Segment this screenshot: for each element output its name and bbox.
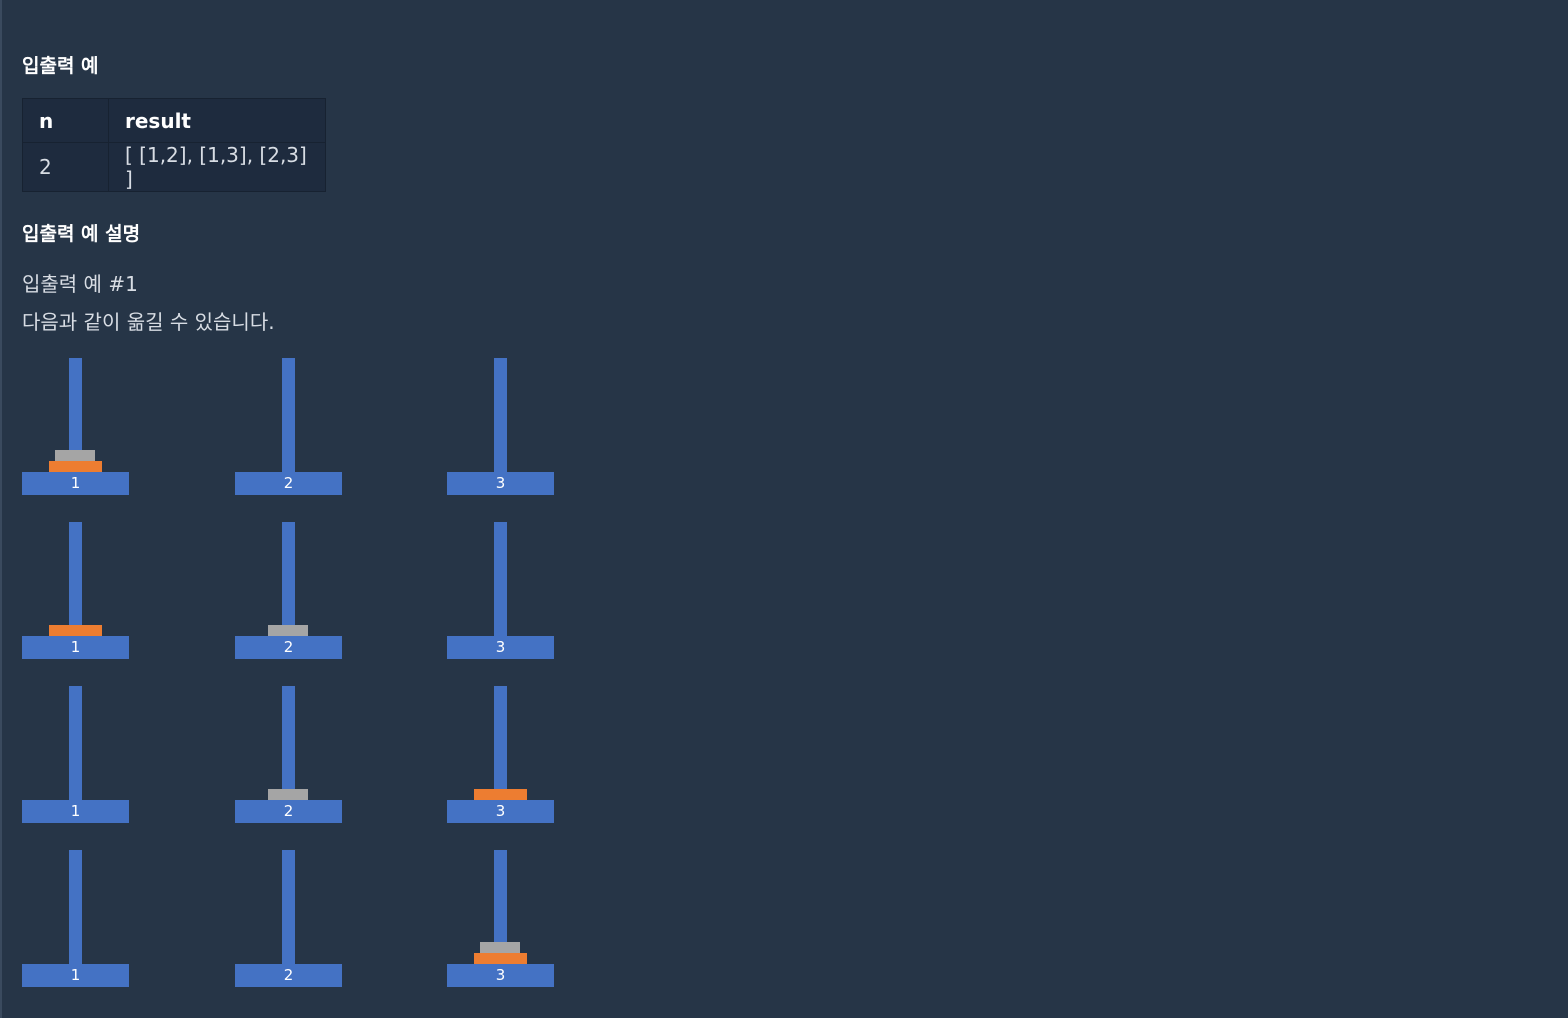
table-row: 2 [ [1,2], [1,3], [2,3] ] [22,142,326,192]
peg-pole [282,686,295,800]
peg-pole [494,358,507,472]
peg-1-state-2: 1 [22,522,129,659]
io-example-table: n result 2 [ [1,2], [1,3], [2,3] ] [22,98,326,192]
peg-label: 1 [22,636,129,659]
cell-n: 2 [22,142,109,192]
peg-label: 2 [235,964,342,987]
example-heading: 입출력 예 [22,55,99,77]
peg-2-state-1: 2 [235,358,342,495]
peg-label: 1 [22,964,129,987]
peg-3-state-3: 3 [447,686,554,823]
peg-label: 1 [22,472,129,495]
hanoi-diagram: 1 2 3 1 2 3 1 2 3 1 2 3 [22,358,555,988]
cell-result: [ [1,2], [1,3], [2,3] ] [108,142,326,192]
small-disk [480,942,520,953]
peg-pole [282,522,295,636]
peg-2-state-3: 2 [235,686,342,823]
large-disk [49,461,102,472]
large-disk [49,625,102,636]
peg-1-state-1: 1 [22,358,129,495]
example-description: 다음과 같이 옮길 수 있습니다. [22,310,275,334]
peg-pole [282,358,295,472]
peg-pole [69,522,82,636]
peg-pole [282,850,295,964]
peg-2-state-2: 2 [235,522,342,659]
example-title: 입출력 예 #1 [22,272,138,296]
small-disk [55,450,95,461]
peg-label: 2 [235,800,342,823]
peg-pole [69,358,82,472]
left-border [0,0,2,1018]
peg-pole [494,522,507,636]
small-disk [268,789,308,800]
peg-pole [494,686,507,800]
peg-label: 2 [235,636,342,659]
large-disk [474,789,527,800]
peg-3-state-2: 3 [447,522,554,659]
peg-3-state-4: 3 [447,850,554,987]
column-header-result: result [108,98,326,143]
peg-3-state-1: 3 [447,358,554,495]
explanation-heading: 입출력 예 설명 [22,223,141,245]
peg-label: 3 [447,800,554,823]
peg-label: 3 [447,964,554,987]
peg-1-state-4: 1 [22,850,129,987]
peg-1-state-3: 1 [22,686,129,823]
peg-pole [494,850,507,964]
peg-label: 2 [235,472,342,495]
peg-pole [69,850,82,964]
peg-2-state-4: 2 [235,850,342,987]
large-disk [474,953,527,964]
column-header-n: n [22,98,109,143]
small-disk [268,625,308,636]
table-header-row: n result [22,98,326,143]
peg-label: 1 [22,800,129,823]
peg-label: 3 [447,472,554,495]
peg-label: 3 [447,636,554,659]
peg-pole [69,686,82,800]
